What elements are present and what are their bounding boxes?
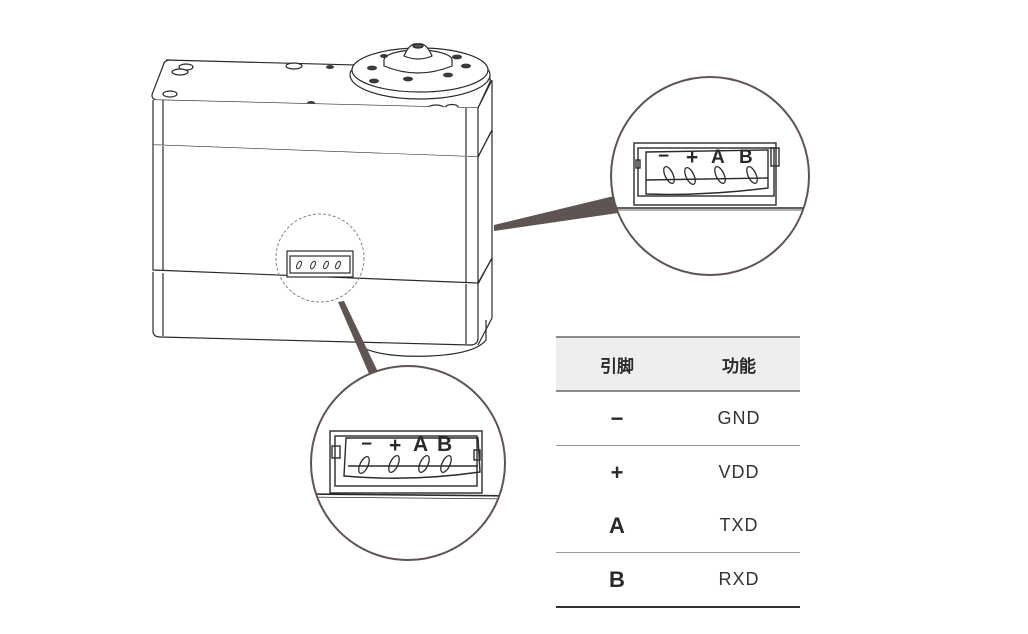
- pin-cell: B: [556, 552, 678, 608]
- header-pin: 引脚: [600, 356, 634, 377]
- body-connector: [286, 250, 354, 278]
- pinout-table-header: 引脚 功能: [556, 337, 800, 391]
- table-row: − GND: [556, 391, 800, 446]
- function-cell: VDD: [718, 462, 760, 482]
- pin-cell: −: [556, 391, 678, 446]
- magnifier-top-pin-b: B: [739, 147, 753, 168]
- function-cell: GND: [678, 391, 800, 446]
- magnifier-top-pin-plus: +: [686, 146, 698, 169]
- table-row: B RXD: [556, 552, 800, 608]
- function-cell: TXD: [678, 499, 800, 553]
- servo-lower-section: [152, 272, 479, 346]
- header-function: 功能: [722, 356, 756, 377]
- table-row: A TXD: [556, 499, 800, 553]
- magnifier-bottom-pin-plus: +: [389, 434, 401, 457]
- callout-pointer-bottom: [338, 301, 378, 376]
- pin-cell: A: [556, 499, 678, 553]
- magnifier-bottom-pin-a: A: [413, 433, 428, 456]
- magnifier-top-right: − + A B: [610, 76, 810, 276]
- pinout-table: 引脚 功能 − GND + VDD A TXD B RXD: [556, 336, 800, 608]
- horn-cap: [403, 43, 433, 60]
- magnifier-bottom-pin-minus: −: [361, 434, 372, 455]
- magnifier-bottom: − + A B: [310, 365, 506, 561]
- connector-highlight-circle: [275, 213, 365, 303]
- callout-pointer-top: [494, 196, 618, 231]
- servo-bottom-boss: [359, 320, 487, 357]
- function-cell: RXD: [678, 552, 800, 608]
- magnifier-top-pin-minus: −: [658, 146, 669, 167]
- magnifier-bottom-pin-b: B: [437, 433, 452, 456]
- magnifier-top-pin-a: A: [711, 147, 725, 168]
- horn-screw-holes: [367, 54, 471, 84]
- servo-body: [151, 43, 493, 357]
- pin-cell: +: [610, 459, 624, 485]
- table-row: + VDD: [556, 446, 800, 500]
